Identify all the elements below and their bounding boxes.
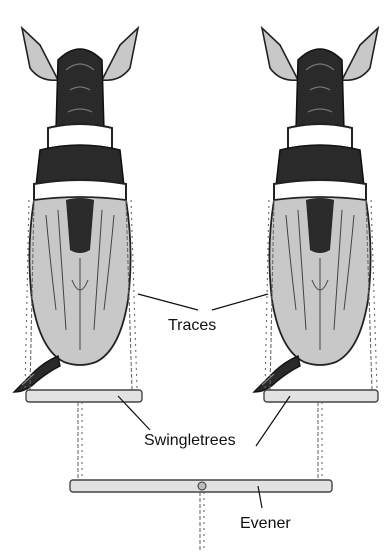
traces-label: Traces: [168, 317, 216, 334]
traces-leaders: [138, 294, 268, 310]
evener-pin: [198, 482, 206, 490]
right-swingletree: [264, 390, 378, 402]
left-swingletree: [26, 390, 142, 402]
swingletrees-label: Swingletrees: [144, 432, 236, 449]
evener-label: Evener: [240, 515, 291, 532]
left-horse-icon: [14, 28, 138, 392]
right-horse-icon: [254, 28, 378, 392]
